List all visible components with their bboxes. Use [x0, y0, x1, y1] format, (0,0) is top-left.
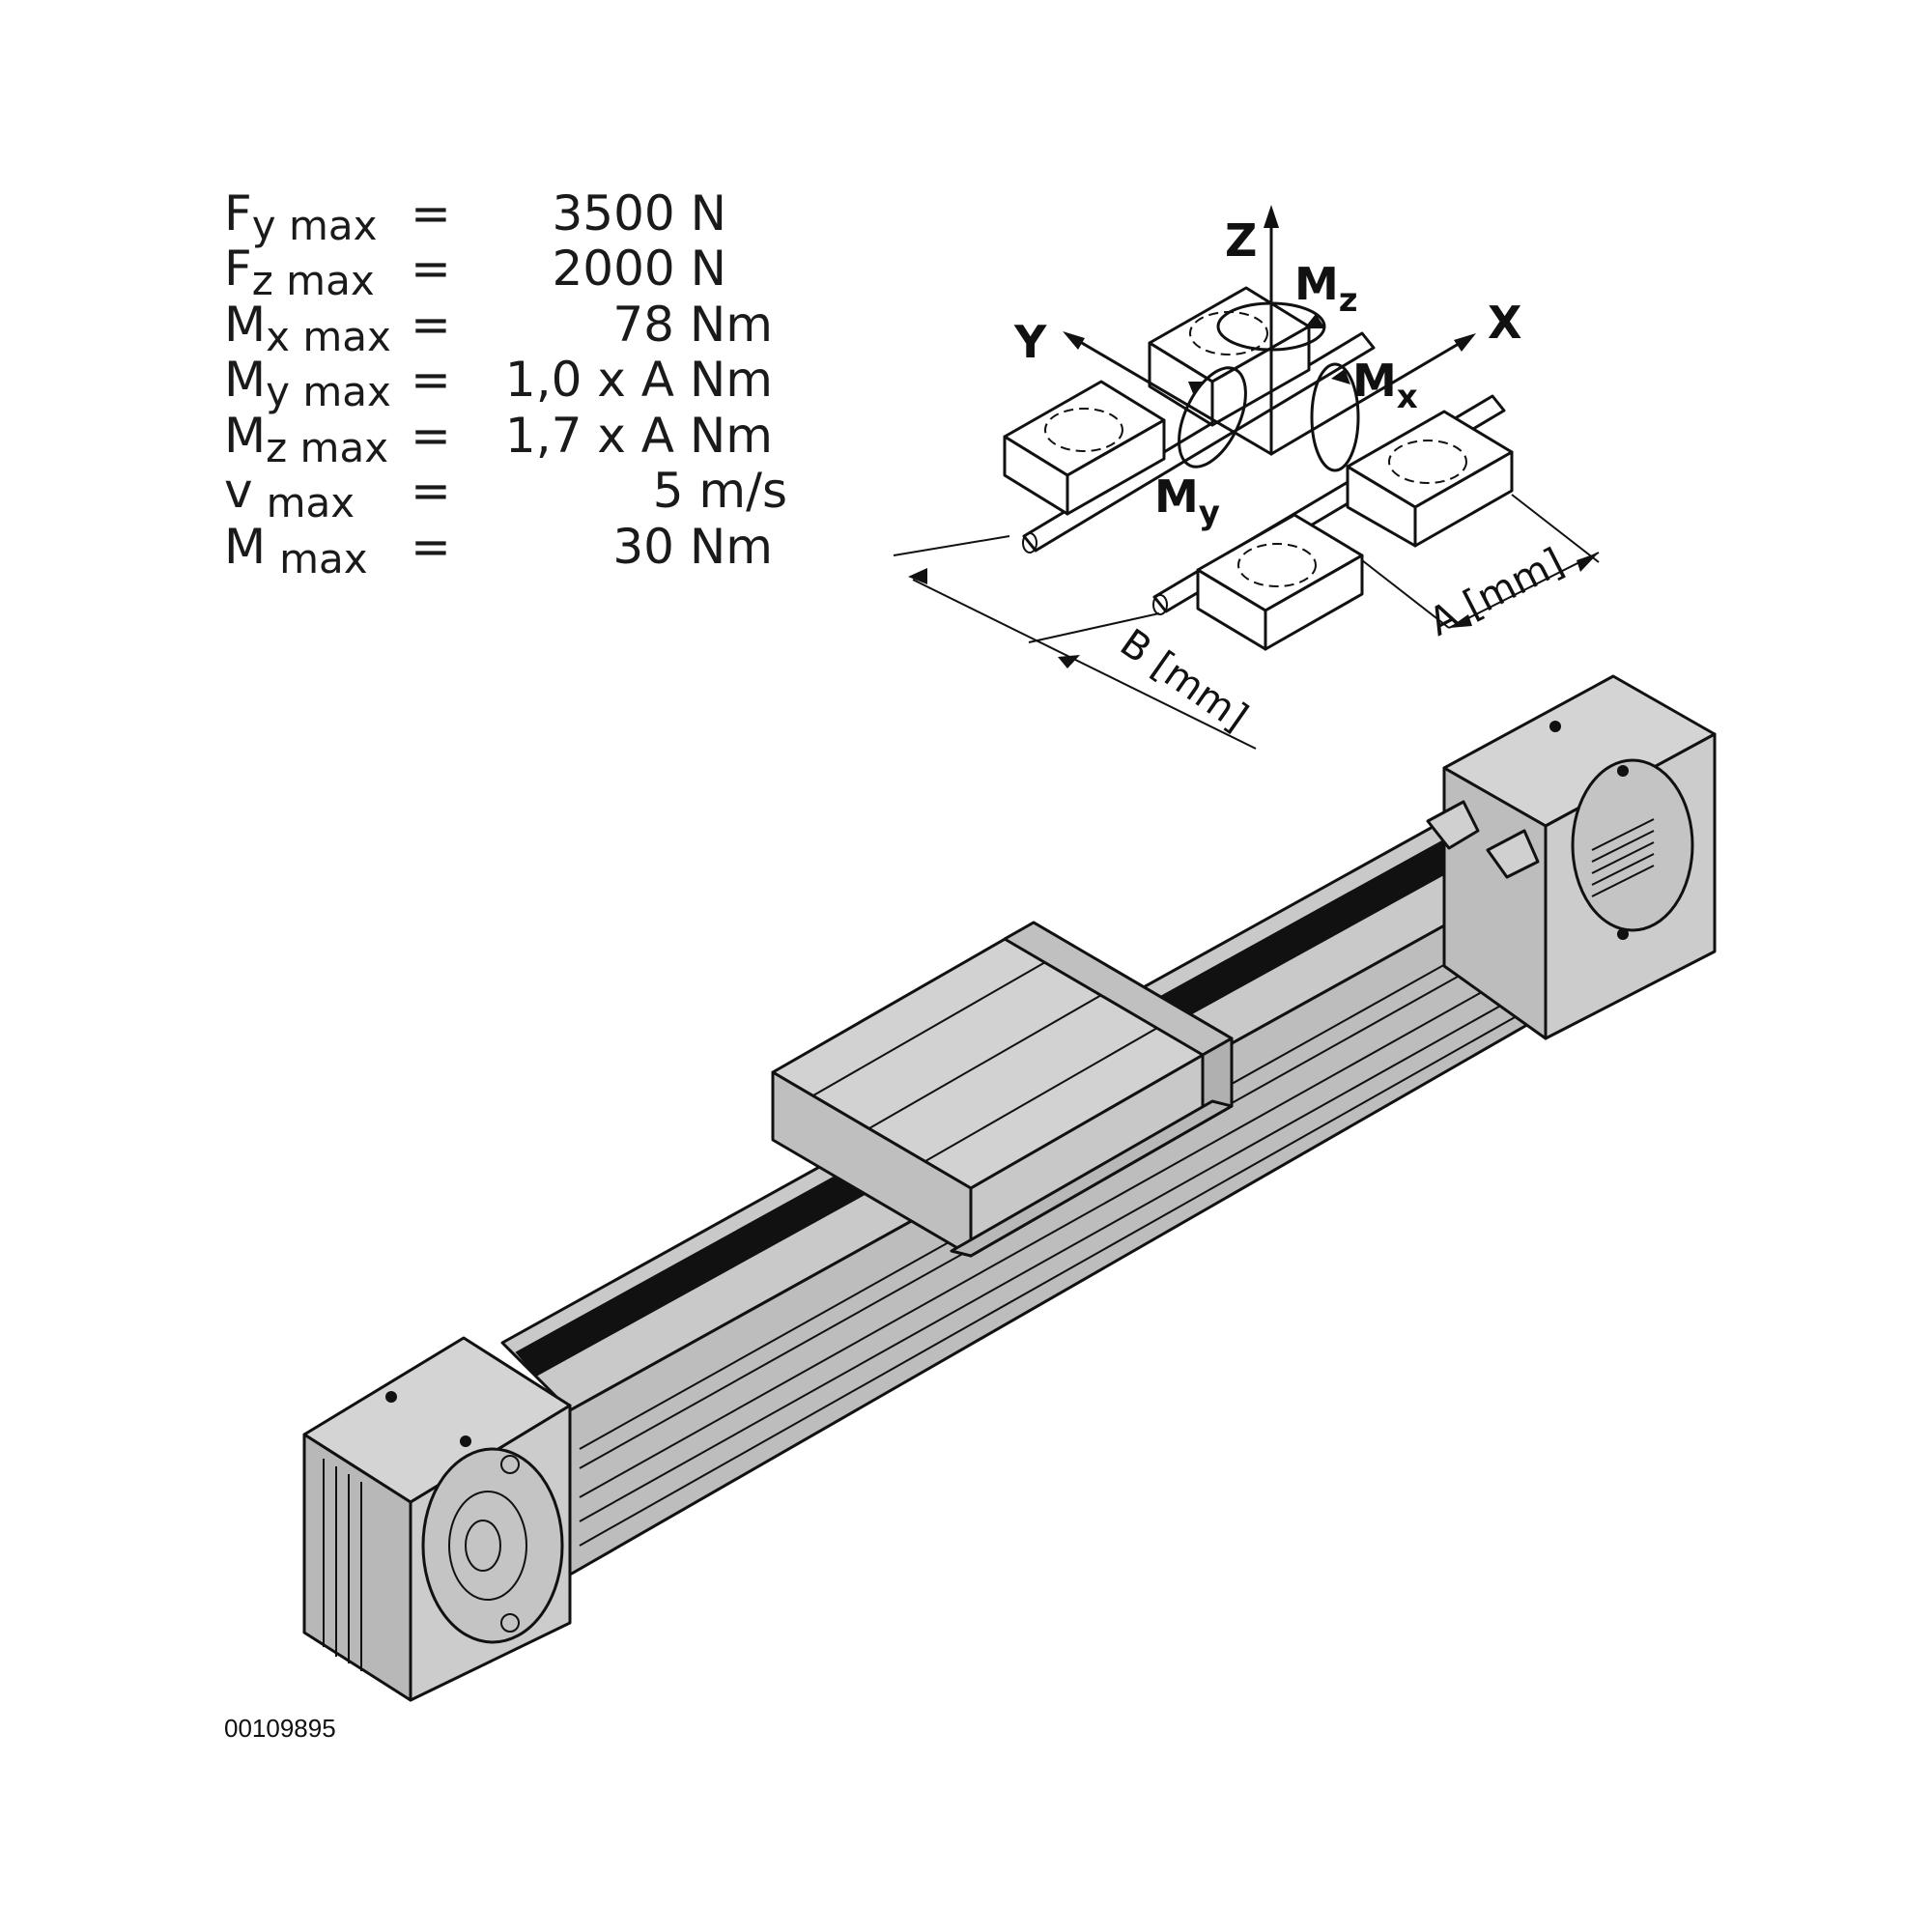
moment-y-symbol: M — [1154, 470, 1199, 523]
y-axis-label: Y — [1013, 316, 1047, 368]
moment-x-symbol: M — [1352, 355, 1397, 407]
spec-symbol: F — [224, 185, 252, 242]
svg-text:Mx max: Mx max — [224, 297, 391, 360]
spec-symbol: M — [224, 297, 266, 353]
spec-table: Fy max = 3500 N Fz max = 2000 N Mx max =… — [224, 185, 787, 582]
spec-equals: = — [411, 463, 451, 519]
buffer — [1486, 829, 1540, 879]
spec-equals: = — [411, 297, 451, 353]
x-axis-label: X — [1488, 297, 1521, 349]
dimension-a-label: A [mm] — [1422, 540, 1571, 645]
spec-value: 3500 N — [552, 185, 726, 242]
dimension-b-label: B [mm] — [1112, 621, 1256, 740]
spec-value: 5 m/s — [653, 463, 787, 519]
spec-symbol: v — [224, 463, 253, 519]
spec-symbol: F — [224, 241, 252, 297]
carriage — [771, 921, 1234, 1258]
spec-equals: = — [411, 408, 451, 464]
spec-equals: = — [411, 352, 451, 408]
spec-row: Mx max = 78 Nm — [224, 297, 773, 360]
moment-y-subscript: y — [1199, 494, 1220, 532]
spec-subscript: max — [279, 535, 368, 582]
spec-subscript: x max — [266, 313, 391, 360]
svg-text:Fy max: Fy max — [224, 185, 377, 249]
z-axis-label: Z — [1225, 214, 1257, 267]
spec-subscript: max — [267, 479, 355, 526]
spec-equals: = — [411, 241, 451, 297]
svg-text:Mz: Mz — [1294, 258, 1358, 320]
y-axis: Y — [1013, 316, 1273, 456]
spec-row: Fy max = 3500 N — [224, 185, 726, 249]
spec-row: My max = 1,0 x A Nm — [224, 352, 773, 415]
svg-text:My: My — [1154, 470, 1220, 532]
moment-z-symbol: M — [1294, 258, 1339, 310]
spec-equals: = — [411, 519, 451, 575]
svg-text:Mz max: Mz max — [224, 408, 388, 471]
spec-value: 1,7 x A Nm — [505, 408, 773, 464]
spec-subscript: z max — [266, 424, 388, 471]
spec-symbol: M — [224, 519, 266, 575]
spec-symbol: M — [224, 408, 266, 464]
bearing-block — [1148, 286, 1311, 427]
moment-z-subscript: z — [1339, 281, 1358, 320]
moment-x-arrow: Mx — [1310, 355, 1418, 472]
moment-x-subscript: x — [1397, 378, 1418, 416]
svg-text:My max: My max — [224, 352, 391, 415]
spec-value: 2000 N — [552, 241, 726, 297]
end-housing-left — [302, 1336, 572, 1702]
bearing-block — [1346, 410, 1514, 548]
spec-subscript: y max — [252, 202, 378, 249]
spec-subscript: z max — [252, 257, 375, 304]
x-axis: X — [1269, 297, 1521, 456]
svg-text:Mx: Mx — [1352, 355, 1418, 416]
spec-value: 30 Nm — [612, 519, 773, 575]
spec-row: Mz max = 1,7 x A Nm — [224, 408, 773, 471]
load-axis-diagram: Z Y X Mz Mx My — [893, 205, 1600, 750]
spec-value: 78 Nm — [612, 297, 773, 353]
bearing-block — [1003, 380, 1166, 516]
svg-text:Fz max: Fz max — [224, 241, 375, 304]
drawing-id: 00109895 — [224, 1714, 336, 1743]
z-axis: Z — [1225, 205, 1279, 456]
spec-row: Fz max = 2000 N — [224, 241, 726, 304]
spec-equals: = — [411, 185, 451, 242]
moment-z-arrow: Mz — [1216, 258, 1358, 352]
buffer — [1426, 800, 1480, 850]
spec-subscript: y max — [266, 368, 391, 415]
end-housing-right — [1442, 674, 1717, 1040]
spec-value: 1,0 x A Nm — [505, 352, 773, 408]
bearing-block — [1196, 513, 1364, 651]
moment-y-arrow: My — [1154, 366, 1247, 532]
linear-module — [302, 674, 1717, 1702]
spec-symbol: M — [224, 352, 266, 408]
